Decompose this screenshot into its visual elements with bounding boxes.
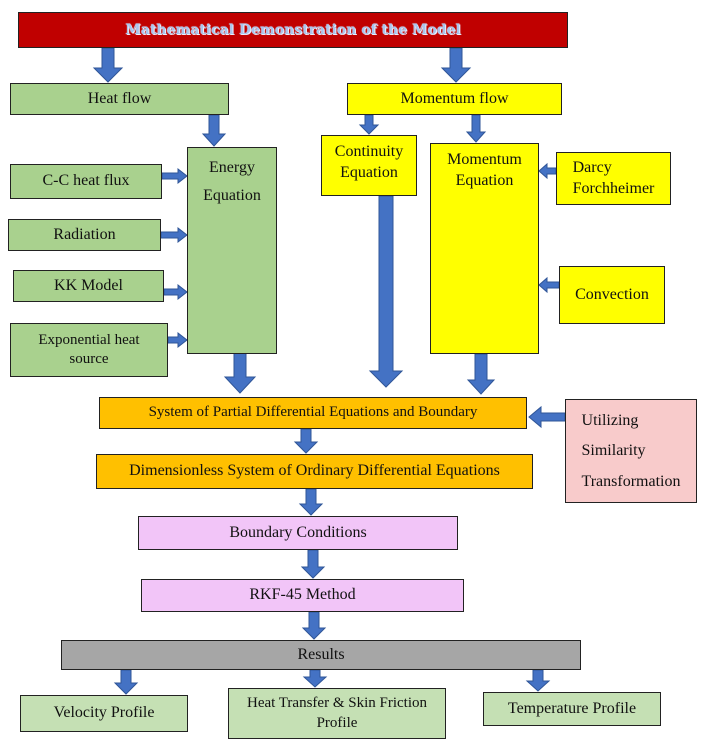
velocity-profile-label: Velocity Profile — [53, 704, 155, 722]
arrow-exponential-to-energy — [167, 331, 188, 349]
arrow-rkf-to-results — [301, 611, 327, 640]
pde-system-label: System of Partial Differential Equations… — [148, 404, 478, 421]
arrow-energy-to-pde — [223, 349, 257, 394]
arrow-heat-to-energy — [201, 114, 227, 147]
temperature-profile-label: Temperature Profile — [507, 699, 637, 717]
arrow-kk-to-energy — [163, 283, 188, 301]
convection-label: Convection — [575, 285, 649, 303]
arrow-convection-to-momentum — [538, 276, 560, 294]
results-label: Results — [297, 645, 345, 663]
convection-box: Convection — [559, 266, 665, 324]
darcy-forchheimer-box: Darcy Forchheimer — [556, 152, 671, 205]
arrow-bc-to-rkf — [300, 549, 326, 579]
arrow-radiation-to-energy — [160, 226, 188, 244]
continuity-equation-box: Continuity Equation — [321, 135, 417, 196]
results-box: Results — [61, 640, 581, 670]
pde-system-box: System of Partial Differential Equations… — [99, 397, 527, 429]
arrow-similarity-to-pde — [528, 405, 566, 429]
arrow-title-to-heat-flow — [92, 47, 124, 83]
arrow-momentum-to-momentum-eq — [465, 114, 487, 143]
title-text: Mathematical Demonstration of the Model — [125, 21, 461, 38]
similarity-transformation-label: Utilizing Similarity Transformation — [581, 412, 681, 490]
momentum-flow-box: Momentum flow — [347, 83, 562, 115]
arrow-results-to-heat-transfer — [302, 669, 328, 688]
boundary-conditions-box: Boundary Conditions — [138, 516, 458, 550]
heat-transfer-skin-friction-box: Heat Transfer & Skin Friction Profile — [228, 688, 446, 739]
arrow-title-to-momentum-flow — [440, 47, 472, 83]
kk-model-box: KK Model — [13, 270, 164, 302]
rkf45-method-box: RKF-45 Method — [141, 579, 464, 612]
arrow-results-to-velocity — [113, 669, 139, 695]
similarity-transformation-box: Utilizing Similarity Transformation — [565, 399, 697, 503]
momentum-equation-label: Momentum Equation — [447, 151, 522, 189]
arrow-darcy-to-momentum — [538, 162, 557, 180]
heat-transfer-skin-friction-label: Heat Transfer & Skin Friction Profile — [247, 695, 427, 731]
continuity-equation-label: Continuity Equation — [334, 143, 404, 181]
velocity-profile-box: Velocity Profile — [20, 695, 188, 732]
ode-system-box: Dimensionless System of Ordinary Differe… — [96, 454, 533, 489]
heat-flow-box: Heat flow — [10, 83, 229, 115]
radiation-label: Radiation — [53, 225, 116, 243]
energy-equation-label: Energy Equation — [203, 159, 261, 204]
momentum-flow-label: Momentum flow — [400, 89, 509, 107]
arrow-results-to-temperature — [525, 669, 551, 692]
darcy-forchheimer-label: Darcy Forchheimer — [572, 158, 655, 197]
kk-model-label: KK Model — [54, 276, 123, 294]
energy-equation-box: Energy Equation — [187, 147, 277, 354]
radiation-box: Radiation — [8, 219, 161, 251]
temperature-profile-box: Temperature Profile — [483, 692, 661, 726]
arrow-continuity-to-pde — [368, 195, 404, 388]
boundary-conditions-label: Boundary Conditions — [229, 523, 367, 541]
arrow-momentum-eq-to-pde — [466, 353, 496, 395]
rkf45-method-label: RKF-45 Method — [249, 586, 356, 604]
title-box: Mathematical Demonstration of the Model — [18, 12, 568, 48]
exponential-heat-source-box: Exponential heat source — [10, 323, 168, 377]
ode-system-label: Dimensionless System of Ordinary Differe… — [129, 462, 500, 480]
heat-flow-label: Heat flow — [87, 89, 152, 107]
cc-heat-flux-box: C-C heat flux — [10, 164, 162, 199]
arrow-ode-to-bc — [298, 488, 324, 516]
cc-heat-flux-label: C-C heat flux — [42, 172, 130, 190]
arrow-cc-to-energy — [161, 167, 188, 185]
momentum-equation-box: Momentum Equation — [430, 143, 539, 354]
arrow-momentum-to-continuity — [358, 114, 380, 135]
arrow-pde-to-ode — [293, 428, 319, 454]
exponential-heat-source-label: Exponential heat source — [38, 331, 140, 368]
